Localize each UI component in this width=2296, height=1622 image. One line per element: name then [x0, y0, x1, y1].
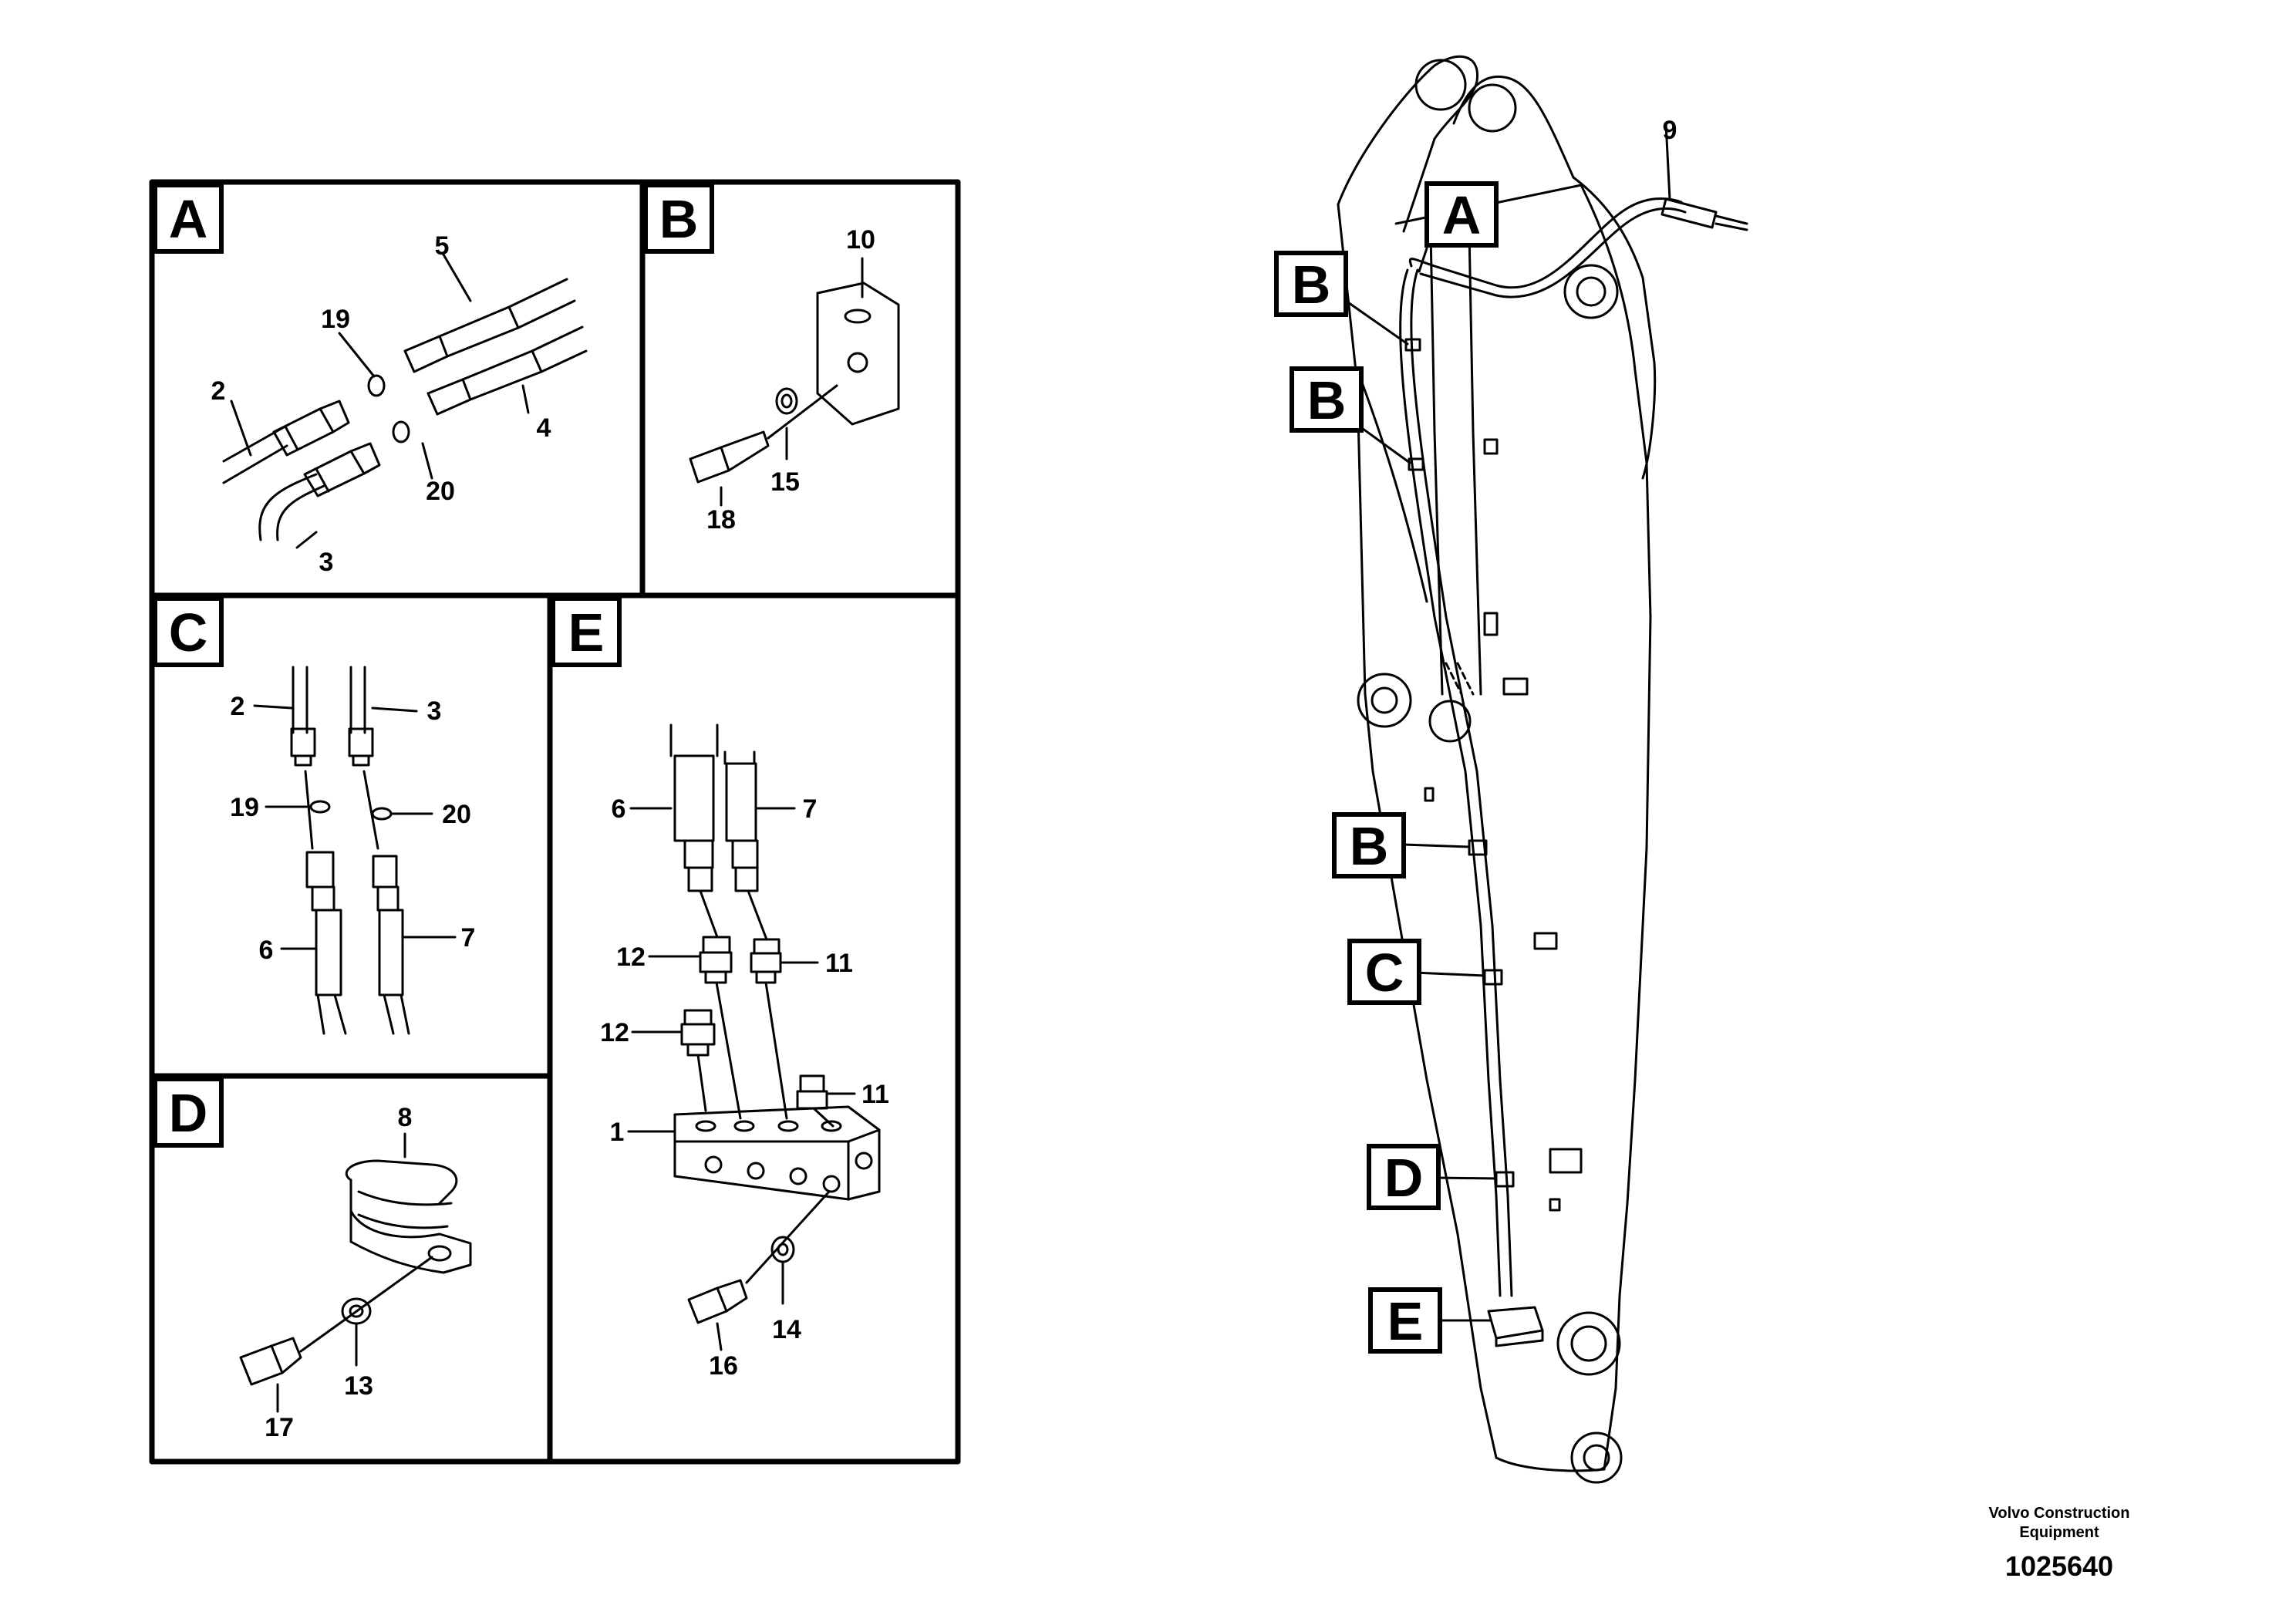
detail-a-drawing	[222, 253, 588, 549]
part-label-6-c: 6	[259, 936, 274, 965]
part-label-8: 8	[398, 1103, 413, 1132]
part-label-4: 4	[537, 413, 551, 443]
part-label-18: 18	[706, 505, 736, 534]
detail-label-a: A	[169, 189, 208, 249]
part-label-20-c: 20	[442, 800, 471, 829]
part-label-5: 5	[435, 231, 450, 261]
part-label-10: 10	[846, 225, 875, 255]
part-label-3-c: 3	[427, 696, 442, 726]
part-label-16: 16	[709, 1351, 738, 1381]
part-label-11-upper: 11	[825, 949, 853, 978]
part-label-7-e: 7	[803, 794, 818, 824]
boom-callout-c: C	[1365, 943, 1404, 1003]
detail-label-e: E	[568, 602, 605, 663]
boom-callout-b-3: B	[1350, 816, 1389, 876]
detail-letter-boxes	[153, 181, 1499, 1354]
part-label-14: 14	[772, 1315, 801, 1344]
part-label-12-lower: 12	[600, 1018, 629, 1047]
part-label-1: 1	[610, 1118, 625, 1147]
detail-e-drawing	[627, 723, 881, 1351]
detail-label-c: C	[169, 602, 208, 663]
part-label-19: 19	[321, 305, 350, 334]
detail-label-b: B	[659, 189, 699, 249]
part-label-6-e: 6	[612, 794, 626, 824]
boom-callout-b-2: B	[1307, 370, 1347, 430]
part-label-12-upper: 12	[616, 943, 646, 972]
part-label-15: 15	[770, 467, 800, 497]
part-label-13: 13	[344, 1371, 373, 1401]
boom-callout-d: D	[1384, 1148, 1424, 1208]
boom-callout-e: E	[1387, 1291, 1424, 1351]
part-label-3: 3	[319, 548, 334, 577]
part-label-20: 20	[426, 477, 455, 506]
part-label-9: 9	[1663, 116, 1677, 145]
drawing-number: 1025640	[2004, 1550, 2114, 1582]
part-label-2-c: 2	[231, 692, 245, 721]
publisher-name-line2: Equipment	[2019, 1524, 2099, 1541]
part-label-17: 17	[265, 1413, 294, 1442]
detail-d-drawing	[239, 1132, 472, 1413]
part-label-2: 2	[211, 376, 226, 406]
part-label-19-c: 19	[230, 793, 259, 822]
boom-callout-b-1: B	[1292, 255, 1331, 315]
boom-callout-a: A	[1442, 185, 1482, 245]
detail-label-d: D	[169, 1083, 208, 1143]
part-label-11-lower: 11	[861, 1080, 889, 1109]
part-label-7-c: 7	[461, 923, 476, 953]
detail-b-drawing	[689, 257, 900, 507]
publisher-name-line1: Volvo Construction	[1988, 1505, 2130, 1522]
detail-frames	[149, 179, 961, 1465]
publisher-footer: Volvo Construction Equipment 1025640	[1951, 1504, 2167, 1583]
boom-arm-drawing	[1337, 55, 1748, 1484]
detail-c-drawing	[253, 666, 457, 1035]
